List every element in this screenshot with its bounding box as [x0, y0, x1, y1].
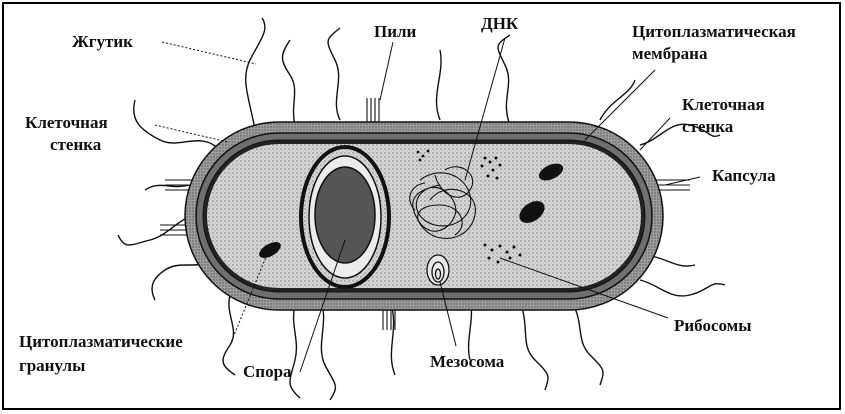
- label-pili: Пили: [374, 22, 416, 42]
- label-capsule: Капсула: [712, 166, 776, 186]
- label-flagellum: Жгутик: [72, 32, 133, 52]
- label-mesosome: Мезосома: [430, 352, 504, 372]
- mesosome-shape: [427, 255, 449, 285]
- label-cell-wall-right-line2: стенка: [682, 117, 733, 137]
- label-dna: ДНК: [481, 14, 518, 34]
- label-cytoplasmic-membrane-line1: Цитоплазматическая: [632, 22, 796, 42]
- label-cytoplasmic-granules-line2: гранулы: [19, 356, 85, 376]
- label-ribosomes: Рибосомы: [674, 316, 752, 336]
- label-cell-wall-left-line2: стенка: [50, 135, 101, 155]
- label-cytoplasmic-membrane-line2: мембрана: [632, 44, 707, 64]
- label-spore: Спора: [243, 362, 292, 382]
- label-cell-wall-right-line1: Клеточная: [682, 95, 765, 115]
- label-cytoplasmic-granules-line1: Цитоплазматические: [19, 332, 183, 352]
- cytoplasm: [207, 144, 641, 288]
- spore-core: [315, 167, 375, 263]
- label-cell-wall-left-line1: Клеточная: [25, 113, 108, 133]
